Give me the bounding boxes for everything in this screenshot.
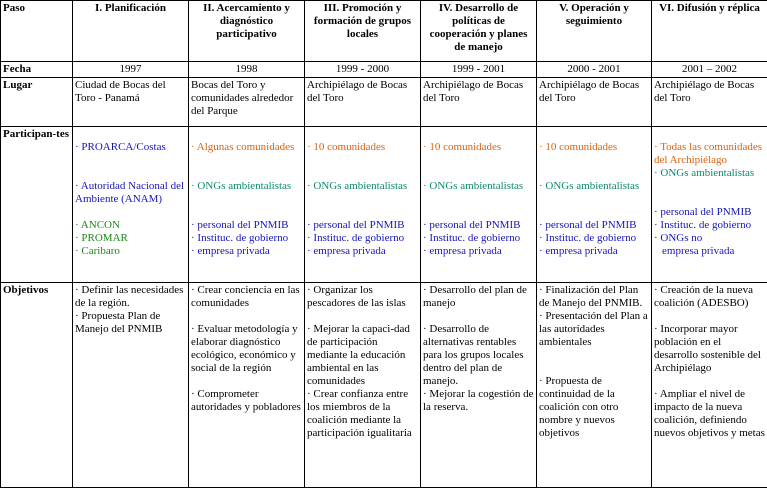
participant-ongs: · ONGs ambientalistas	[423, 180, 524, 193]
objective-item: · Crear conciencia en las comunidades	[191, 284, 300, 310]
participantes-label: Participan-tes	[0, 126, 73, 284]
objective-item: · Crear confianza entre los miembros de …	[307, 388, 412, 440]
objective-item: · Presentación del Plan a las autoridade…	[539, 310, 648, 349]
participant-comunidades: · Algunas comunidades	[191, 141, 295, 154]
objective-item: · Finalización del Plan de Manejo del PN…	[539, 284, 643, 310]
participant-comunidades: · 10 comunidades	[539, 141, 618, 154]
step-header-1: I. Planificación	[72, 0, 189, 62]
participant-privada: empresa privada	[662, 245, 735, 258]
fecha-row: Fecha 1997 1998 1999 - 2000 1999 - 2001 …	[0, 61, 767, 78]
step-header-2: II. Acercamiento y diagnóstico participa…	[188, 0, 305, 62]
step-header-5: V. Operación y seguimiento	[536, 0, 652, 62]
objective-item: · Propuesta de continuidad de la coalici…	[539, 375, 619, 440]
participant-pnmib: · personal del PNMIB	[423, 219, 521, 232]
fecha-cell: 1999 - 2000	[304, 61, 421, 78]
objective-item: · Desarrollo del plan de manejo	[423, 284, 527, 310]
objetivos-row: Objetivos · Definir las necesidades de l…	[0, 282, 767, 488]
objective-item: · Propuesta Plan de Manejo del PNMIB	[75, 310, 163, 336]
lugar-cell: Archipiélago de Bocas del Toro	[536, 76, 652, 128]
participant-privada: · empresa privada	[191, 245, 270, 258]
participant-pnmib: · personal del PNMIB	[654, 206, 752, 219]
lugar-cell: Bocas del Toro y comunidades alrededor d…	[188, 76, 305, 128]
objetivos-cell: · Creación de la nueva coalición (ADESBO…	[651, 282, 767, 488]
objective-item: · Evaluar metodología y elaborar diagnós…	[191, 323, 298, 375]
objetivos-cell: · Finalización del Plan de Manejo del PN…	[536, 282, 652, 488]
participantes-cell: · 10 comunidades · ONGs ambientalistas ·…	[304, 126, 421, 284]
participant-promar: · PROMAR	[75, 232, 128, 245]
participant-comunidades: · 10 comunidades	[423, 141, 502, 154]
participantes-cell: · PROARCA/Costas · Autoridad Nacional de…	[72, 126, 189, 284]
participant-comunidades: · Todas las comunidades del Archipiélago	[654, 141, 763, 167]
participant-privada: · empresa privada	[539, 245, 618, 258]
objective-item: · Ampliar el nivel de impacto de la nuev…	[654, 388, 765, 440]
participant-pnmib: · personal del PNMIB	[539, 219, 637, 232]
participant-gobierno: · Instituc. de gobierno	[307, 232, 405, 245]
objetivos-cell: · Organizar los pescadores de las islas …	[304, 282, 421, 488]
participant-gobierno: · Instituc. de gobierno	[654, 219, 752, 232]
participant-privada: · empresa privada	[423, 245, 502, 258]
lugar-cell: Archipiélago de Bocas del Toro	[651, 76, 767, 128]
objective-item: · Mejorar la cogestión de la reserva.	[423, 388, 534, 414]
lugar-cell: Ciudad de Bocas del Toro - Panamá	[72, 76, 189, 128]
participantes-cell: · 10 comunidades · ONGs ambientalistas ·…	[420, 126, 537, 284]
participant-pnmib: · personal del PNMIB	[191, 219, 289, 232]
lugar-cell: Archipiélago de Bocas del Toro	[304, 76, 421, 128]
objective-item: · Desarrollo de alternativas rentables p…	[423, 323, 524, 388]
fecha-cell: 2001 – 2002	[651, 61, 767, 78]
participantes-row: Participan-tes · PROARCA/Costas · Autori…	[0, 126, 767, 284]
participant-gobierno: · Instituc. de gobierno	[539, 232, 637, 245]
participant-privada: · empresa privada	[307, 245, 386, 258]
paso-label: Paso	[0, 0, 73, 62]
objetivos-cell: · Desarrollo del plan de manejo · Desarr…	[420, 282, 537, 488]
objetivos-label: Objetivos	[0, 282, 73, 488]
objective-item: · Definir las necesidades de la región.	[75, 284, 184, 310]
objective-item: · Creación de la nueva coalición (ADESBO…	[654, 284, 753, 310]
objective-item: · Incorporar mayor población en el desar…	[654, 323, 761, 375]
objetivos-cell: · Definir las necesidades de la región. …	[72, 282, 189, 488]
fecha-cell: 2000 - 2001	[536, 61, 652, 78]
step-header-4: IV. Desarrollo de políticas de cooperaci…	[420, 0, 537, 62]
participant-ongs: · ONGs ambientalistas	[191, 180, 292, 193]
objective-item: · Mejorar la capaci-dad de participación…	[307, 323, 410, 388]
participant-ongs-no: · ONGs no	[654, 232, 703, 245]
fecha-label: Fecha	[0, 61, 73, 78]
fecha-cell: 1997	[72, 61, 189, 78]
participantes-cell: · 10 comunidades · ONGs ambientalistas ·…	[536, 126, 652, 284]
objetivos-cell: · Crear conciencia en las comunidades · …	[188, 282, 305, 488]
fecha-cell: 1998	[188, 61, 305, 78]
participant-gobierno: · Instituc. de gobierno	[191, 232, 289, 245]
step-header-3: III. Promoción y formación de grupos loc…	[304, 0, 421, 62]
participant-ongs: · ONGs ambientalistas	[539, 180, 640, 193]
participantes-cell: · Todas las comunidades del Archipiélago…	[651, 126, 767, 284]
objective-item: · Organizar los pescadores de las islas	[307, 284, 406, 310]
header-row: Paso I. Planificación II. Acercamiento y…	[0, 0, 767, 62]
lugar-label: Lugar	[0, 76, 73, 128]
lugar-row: Lugar Ciudad de Bocas del Toro - Panamá …	[0, 76, 767, 128]
participant-ongs: · ONGs ambientalistas	[307, 180, 408, 193]
participant-pnmib: · personal del PNMIB	[307, 219, 405, 232]
participant-anam: · Autoridad Nacional del Ambiente (ANAM)	[75, 180, 185, 206]
participant-caribaro: · Caribaro	[75, 245, 120, 258]
participant-ancon: · ANCON	[75, 219, 120, 232]
participant-proarca: · PROARCA/Costas	[75, 141, 166, 154]
participant-gobierno: · Instituc. de gobierno	[423, 232, 521, 245]
participant-ongs: · ONGs ambientalistas	[654, 167, 755, 180]
fecha-cell: 1999 - 2001	[420, 61, 537, 78]
objective-item: · Comprometer autoridades y pobladores	[191, 388, 301, 414]
participantes-cell: · Algunas comunidades · ONGs ambientalis…	[188, 126, 305, 284]
step-header-6: VI. Difusión y réplica	[651, 0, 767, 62]
lugar-cell: Archipiélago de Bocas del Toro	[420, 76, 537, 128]
participant-comunidades: · 10 comunidades	[307, 141, 386, 154]
